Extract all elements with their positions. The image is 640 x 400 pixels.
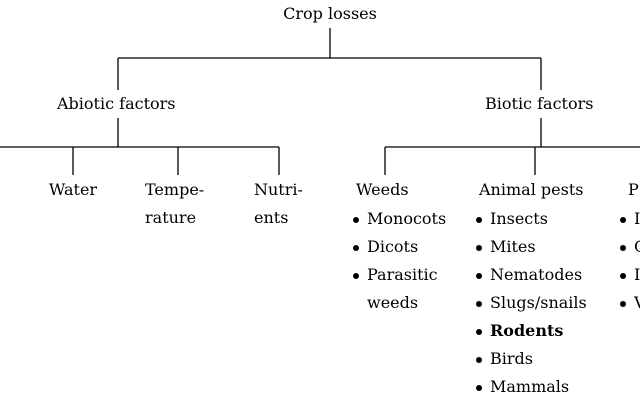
list-item: Monocots [353,205,446,233]
list-item: Insects [476,205,587,233]
list-item: Mammals [476,373,587,400]
list-item: C [620,233,640,261]
list-item: I [620,205,640,233]
list-item: Birds [476,345,587,373]
list-item: Mites [476,233,587,261]
list-item: I [620,261,640,289]
list-item: Dicots [353,233,446,261]
list-item: weeds [367,293,419,312]
list-item: Slugs/snails [476,289,587,317]
list-item: V [620,289,640,317]
abiotic-label: Abiotic factors [57,94,176,113]
third-group-list: I C I V [620,205,640,317]
temperature-label: Tempe- rature [145,180,205,227]
list-item: Nematodes [476,261,587,289]
third-group-label: P [628,180,639,199]
biotic-label: Biotic factors [485,94,594,113]
animal-pests-list: Insects Mites Nematodes Slugs/snails Rod… [476,205,587,400]
root-label: Crop losses [283,4,377,23]
water-label: Water [48,180,98,199]
weeds-list: Monocots Dicots Parasitic weeds [353,205,446,317]
list-item: Rodents [476,317,587,345]
nutrients-label: Nutri- ents [254,180,303,227]
animal-pests-label: Animal pests [479,180,584,199]
list-item: Parasitic [353,261,446,289]
weeds-label: Weeds [356,180,409,199]
